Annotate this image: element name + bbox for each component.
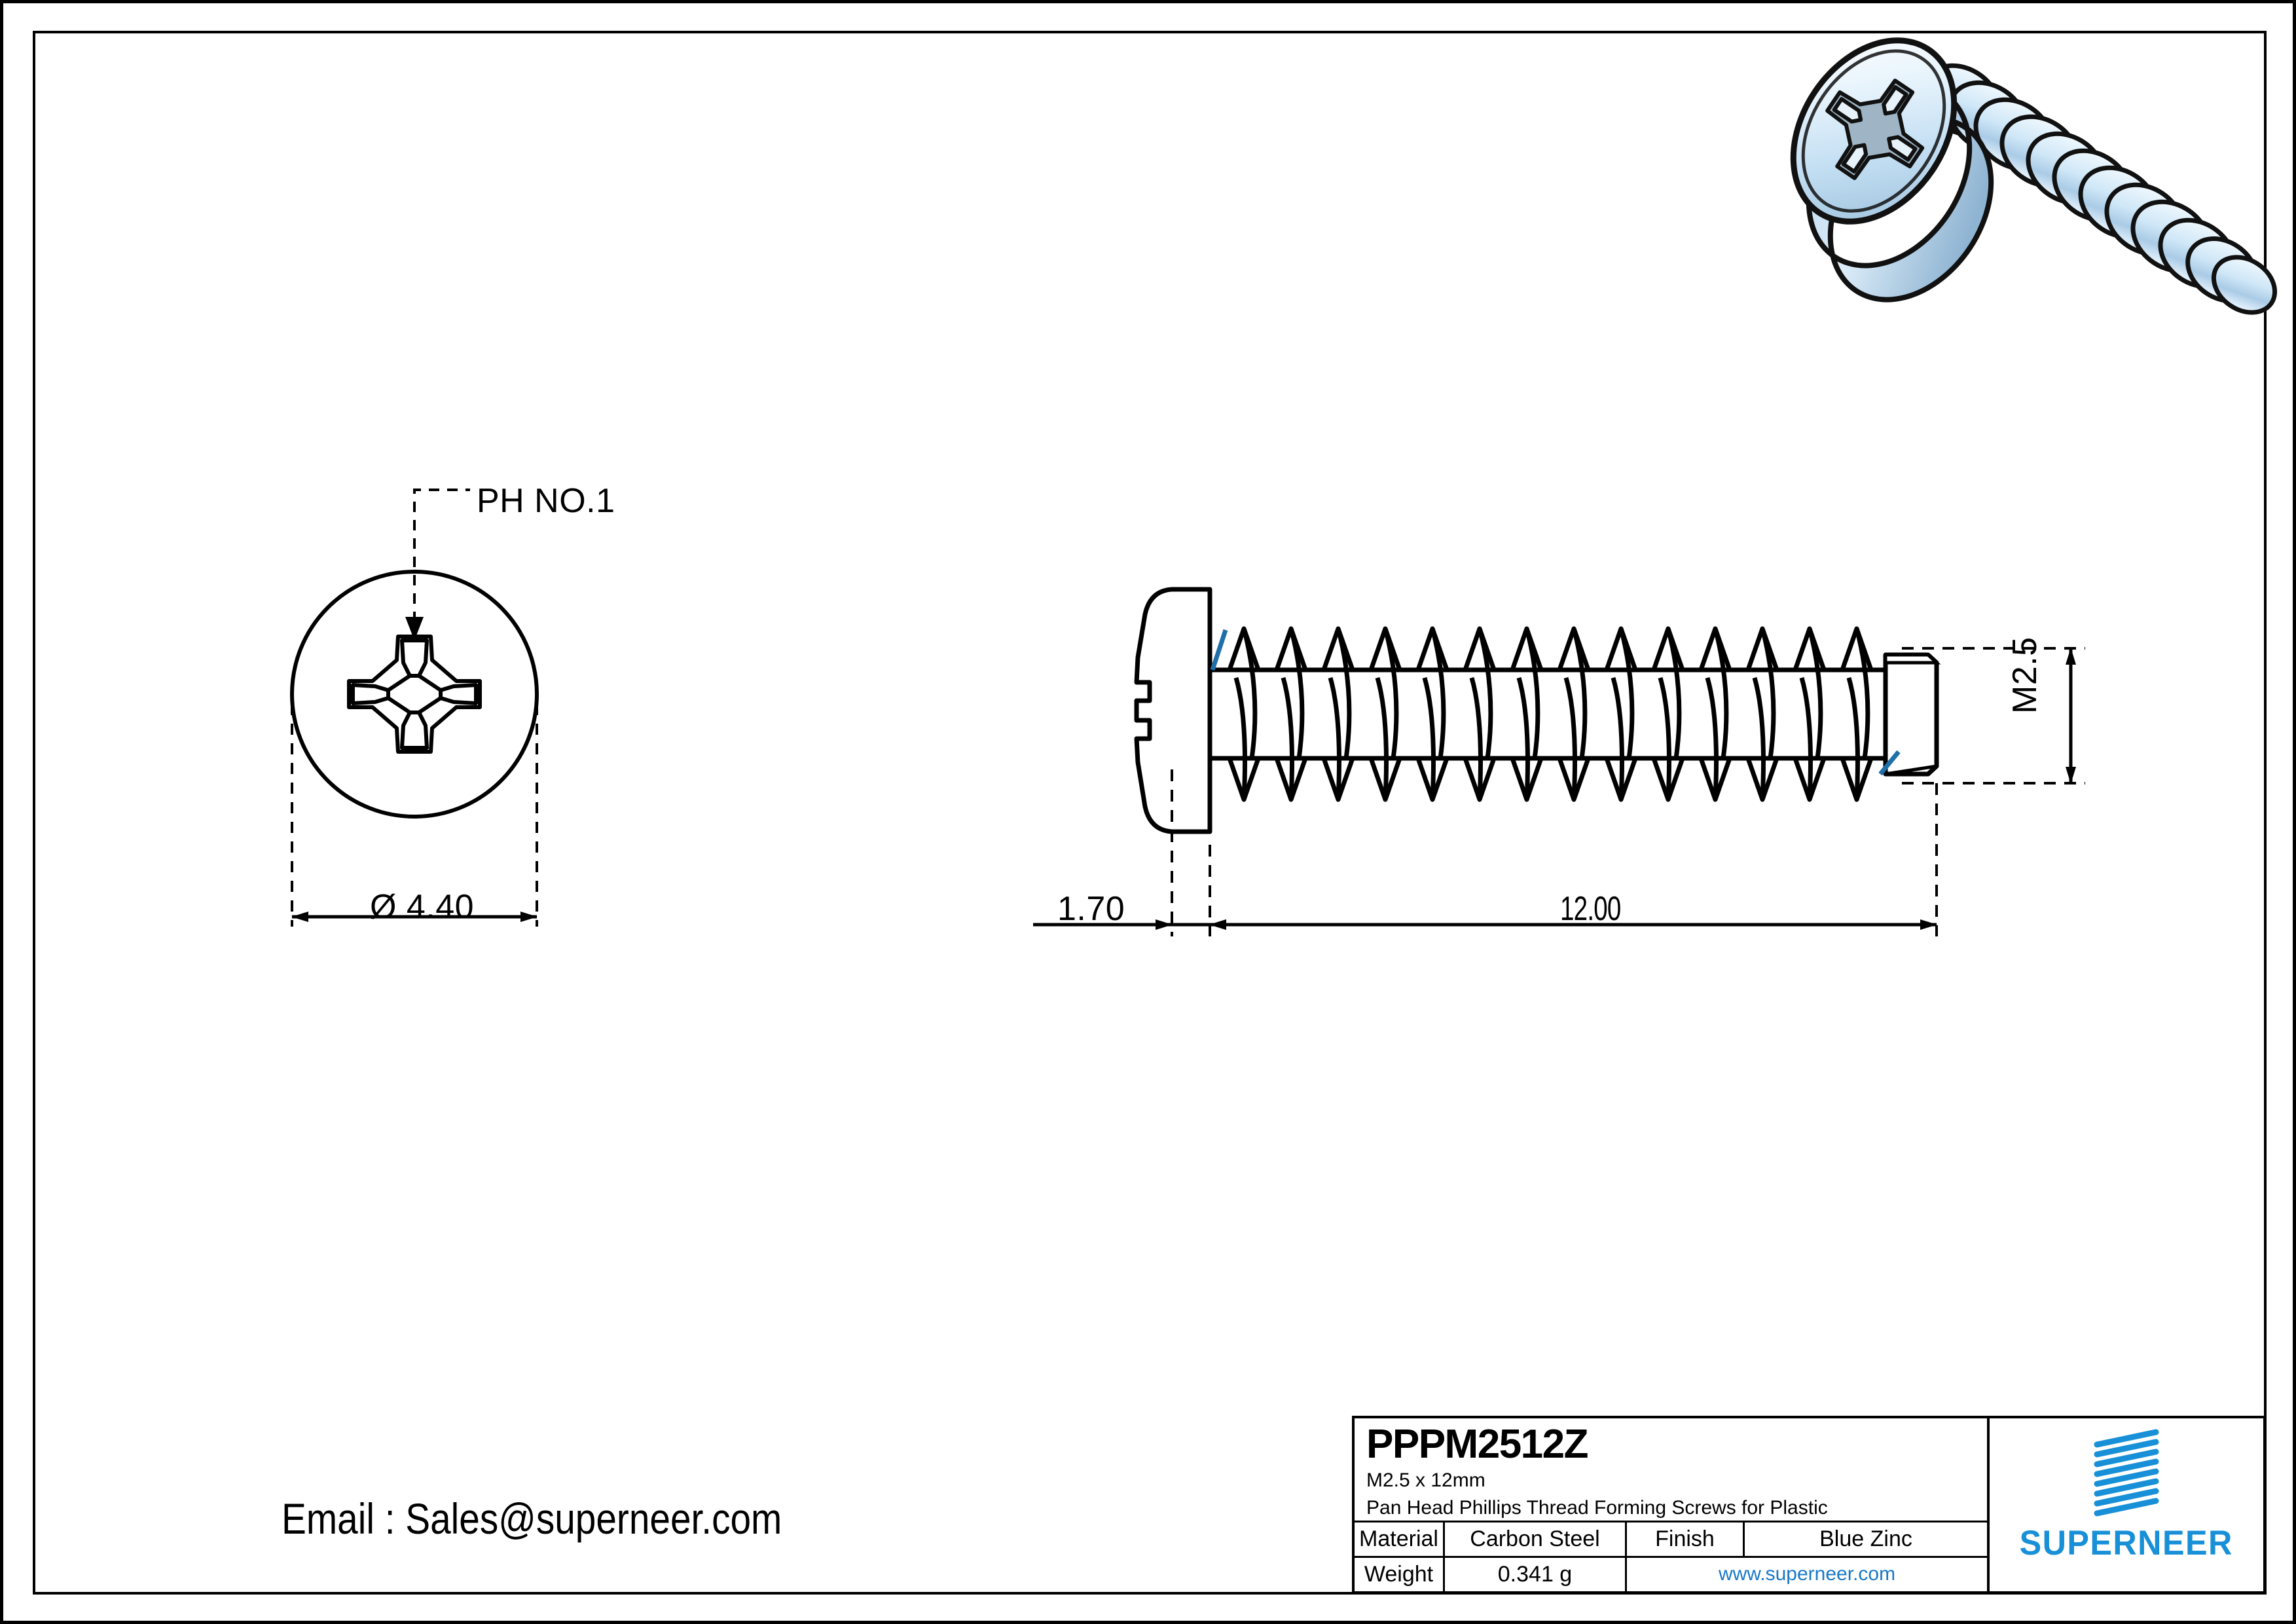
title-block: PPPM2512Z M2.5 x 12mm Pan Head Phillips … xyxy=(1352,1416,2266,1594)
finish-label: Finish xyxy=(1627,1522,1745,1556)
title-block-logo-area: SUPERNEER xyxy=(1990,1418,2263,1591)
title-block-row-weight: Weight 0.341 g www.superneer.com xyxy=(1355,1557,1987,1592)
head-diameter-label: Ø 4.40 xyxy=(370,888,475,926)
superneer-logo-wordmark: SUPERNEER xyxy=(2019,1524,2234,1562)
weight-label: Weight xyxy=(1355,1557,1445,1592)
title-block-row-material: Material Carbon Steel Finish Blue Zinc xyxy=(1355,1522,1987,1558)
thread-size-label: M2.5 xyxy=(2006,637,2044,714)
email-contact-text: Email : Sales@superneer.com xyxy=(282,1494,782,1543)
sheet-inner-frame xyxy=(33,31,2267,1595)
weight-value: 0.341 g xyxy=(1445,1557,1627,1592)
thread-length-label: 12.00 xyxy=(1560,890,1621,928)
website-link[interactable]: www.superneer.com xyxy=(1718,1563,1896,1585)
part-size: M2.5 x 12mm xyxy=(1366,1469,1485,1492)
head-height-label: 1.70 xyxy=(1057,890,1125,928)
title-block-left: PPPM2512Z M2.5 x 12mm Pan Head Phillips … xyxy=(1355,1418,1990,1592)
superneer-logo-icon xyxy=(2094,1429,2159,1517)
ph-callout-label: PH NO.1 xyxy=(477,482,615,520)
part-number: PPPM2512Z xyxy=(1366,1422,1589,1467)
part-description: Pan Head Phillips Thread Forming Screws … xyxy=(1366,1496,1828,1519)
title-block-description-area: PPPM2512Z M2.5 x 12mm Pan Head Phillips … xyxy=(1355,1418,1987,1522)
material-value: Carbon Steel xyxy=(1445,1522,1627,1556)
material-label: Material xyxy=(1355,1522,1445,1556)
finish-value: Blue Zinc xyxy=(1819,1526,1912,1551)
